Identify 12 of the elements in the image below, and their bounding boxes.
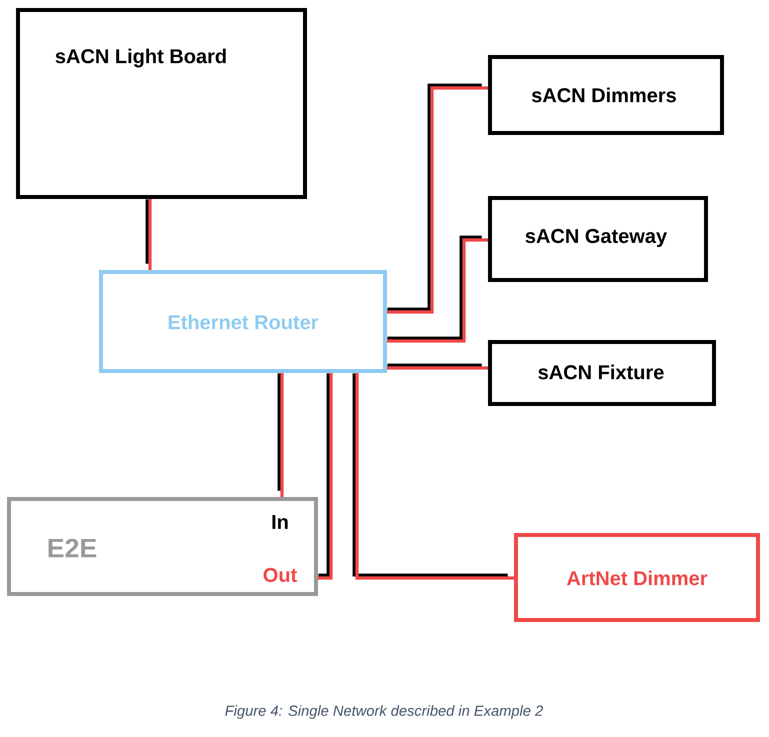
device-box: sACN Light Board [16,8,307,199]
device-box: ArtNet Dimmer [514,533,760,622]
cable-line [148,199,152,270]
device-box: sACN Gateway [488,196,708,282]
figure-caption: Figure 4: Single Network described in Example 2 [225,705,543,719]
device-box: sACN Fixture [488,340,716,406]
cable-line [280,373,284,497]
device-box: E2E In Out [7,497,318,596]
router-box: Ethernet Router [99,270,387,373]
device-box: sACN Dimmers [488,55,724,135]
cable-line [318,373,333,580]
cable-line [387,366,488,370]
